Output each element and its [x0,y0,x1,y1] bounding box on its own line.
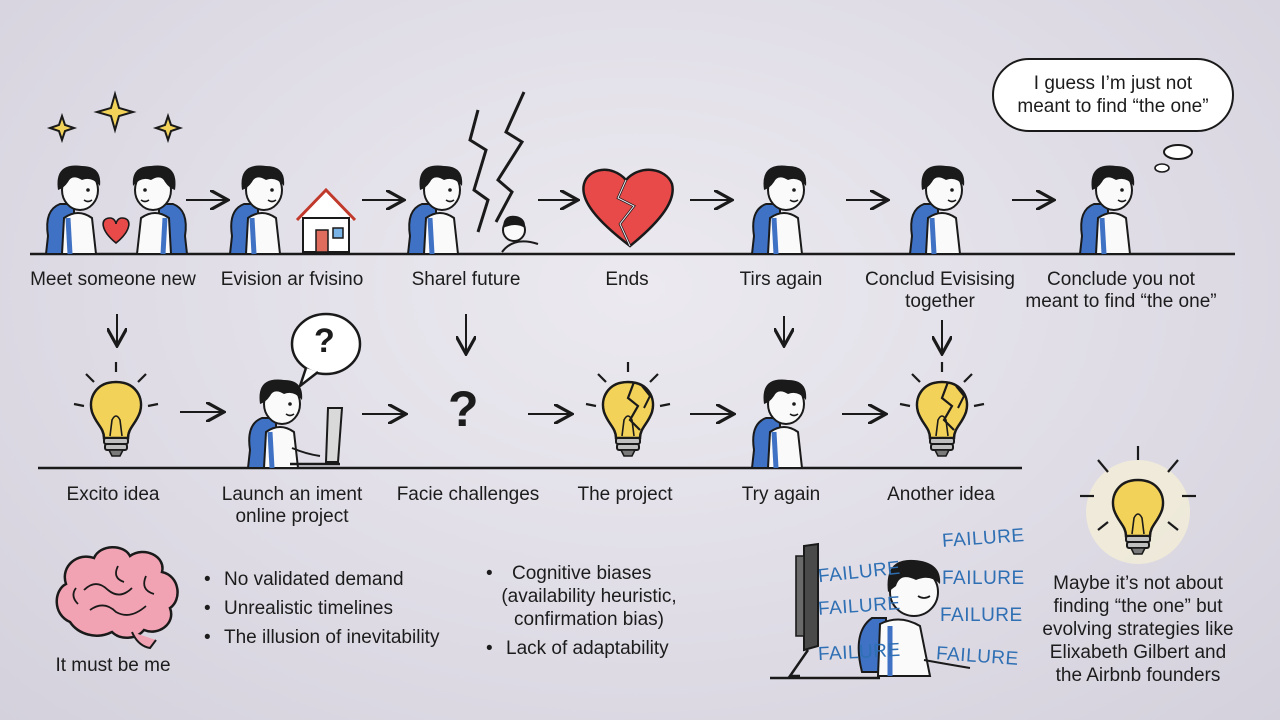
step-label: Conclud Evisising together [865,269,1015,313]
step-label: Conclude you not meant to find “the one” [1025,269,1216,313]
cracked-lightbulb-icon [584,360,672,458]
person-icon [752,166,806,255]
step-label-line: Launch an iment [221,484,363,505]
brain-icon [55,546,179,650]
thought-dot [1163,144,1193,160]
bias-item: • Lack of adaptability [486,638,669,659]
brain-caption: It must be me [55,655,171,676]
bias-item-line: Cognitive biases [512,563,652,584]
person-icon [1080,166,1134,255]
reason-item: The illusion of inevitability [204,623,439,652]
bias-item-line: confirmation bias) [514,609,664,630]
thought-bubble-line: meant to find “the one” [1017,96,1209,117]
conclusion-text: Maybe it’s not about finding “the one” b… [1028,572,1248,687]
failure-text: FAILURE [942,568,1025,589]
step-label-line: Conclude you not [1047,269,1195,290]
failure-text: FAILURE [940,605,1023,626]
sparkle-icon [46,90,184,144]
step-label: Excito idea [66,484,160,505]
house-icon [295,187,357,253]
cracked-lightbulb-icon [898,360,986,458]
step-label: Ends [605,269,649,290]
crack-icon [494,91,526,223]
person-icon [408,166,462,255]
bias-item: • Cognitive biases [486,562,692,585]
lightbulb-icon [72,360,160,458]
conclusion-line: the Airbnb founders [1055,665,1221,686]
thought-bubble-line: I guess I’m just not [1033,73,1193,94]
step-label-line: online project [235,506,349,527]
step-label: Launch an iment online project [222,484,363,528]
biases-list: • Cognitive biases (availability heurist… [486,562,692,660]
step-label: Facie challenges [396,484,540,505]
thought-dot [1154,163,1170,173]
glowing-lightbulb-icon [1080,446,1196,564]
step-label-line: Conclud Evisising [865,269,1015,290]
question-mark-icon: ? [314,322,335,360]
person-icon [910,166,964,255]
person-icon [46,166,100,255]
broken-heart-icon [582,168,674,248]
step-label: Meet someone new [30,269,196,290]
small-person-icon [501,215,539,253]
person-icon [230,166,284,255]
bias-item-line: (availability heuristic, [501,586,677,607]
reason-item: No validated demand [204,565,439,594]
partner-person-icon [133,166,187,255]
step-label: Tirs again [739,269,823,290]
reason-item: Unrealistic timelines [204,594,439,623]
question-bubble-icon [290,312,362,390]
conclusion-line: finding “the one” but [1053,596,1223,617]
thought-bubble: I guess I’m just not meant to find “the … [992,58,1234,132]
person-icon [752,380,806,469]
conclusion-line: Elixabeth Gilbert and [1049,642,1227,663]
step-label: Try again [741,484,821,505]
step-label: Sharel future [411,269,521,290]
reasons-list: No validated demand Unrealistic timeline… [204,565,439,652]
step-label-line: meant to find “the one” [1025,291,1217,312]
step-label-line: together [905,291,975,312]
question-mark-icon: ? [448,381,479,437]
person-laptop-icon [248,380,344,469]
failure-text: FAILURE [817,639,902,666]
monitor-icon [770,542,880,680]
step-label: The project [577,484,673,505]
conclusion-line: Maybe it’s not about [1053,573,1223,594]
crack-icon [468,109,490,233]
conclusion-line: evolving strategies like [1042,619,1234,640]
sleeping-person-icon [857,559,971,677]
step-label: Another idea [887,484,995,505]
heart-icon [102,217,130,245]
step-label: Evision ar fvisino [220,269,364,290]
bias-item-line: Lack of adaptability [506,638,669,659]
